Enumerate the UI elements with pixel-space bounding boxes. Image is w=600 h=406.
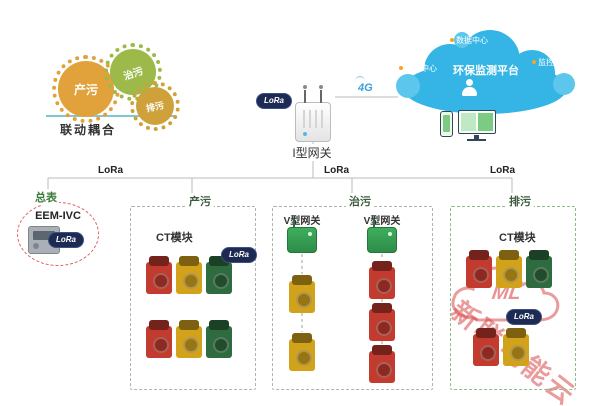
zone-production-title: 产污 xyxy=(186,193,214,209)
cloud-badge-data-center: 数据中心 xyxy=(450,35,488,46)
ct-module-red xyxy=(369,351,395,383)
ct-module-red xyxy=(146,326,172,358)
type1-gateway-device xyxy=(295,85,331,142)
bus-lora-label-right: LoRa xyxy=(488,165,517,176)
zone-production xyxy=(130,206,256,390)
cloud-badge-ops-center: 运维中心 xyxy=(399,63,437,74)
ct-module-yellow xyxy=(289,339,315,371)
vgateway-label-right: V型网关 xyxy=(363,216,401,227)
lora-badge-meter: LoRa xyxy=(48,232,84,248)
gear-discharge-pollution: 排污 xyxy=(130,81,180,131)
ct-module-red xyxy=(369,267,395,299)
bus-lora-label-left: LoRa xyxy=(96,165,125,176)
ct-module-yellow xyxy=(176,262,202,294)
type1-gateway-label: I型网关 xyxy=(280,144,344,161)
ct-module-yellow xyxy=(289,281,315,313)
main-meter-title: 总表 xyxy=(33,189,59,205)
cloud-platform-title: 环保监测平台 xyxy=(453,65,519,77)
vgateway-device xyxy=(367,219,397,253)
monitor-stand xyxy=(474,135,479,139)
cloud-badge-monitor-center: 监控中心 xyxy=(532,57,570,68)
user-icon xyxy=(461,79,477,96)
ct-module-red xyxy=(369,309,395,341)
vgateway-device xyxy=(287,219,317,253)
gear-label: 产污 xyxy=(73,82,98,97)
antenna-icon xyxy=(303,85,307,103)
main-meter-model: EEM-IVC xyxy=(35,210,81,222)
vgateway-label-left: V型网关 xyxy=(283,216,321,227)
ct-module-green xyxy=(206,262,232,294)
antenna-icon xyxy=(319,85,323,103)
ct-module-label: CT模块 xyxy=(156,232,193,244)
ct-module-yellow xyxy=(176,326,202,358)
ct-module-red xyxy=(466,256,492,288)
ct-module-yellow xyxy=(503,334,529,366)
gear-label: 排污 xyxy=(145,99,165,114)
ct-module-red xyxy=(146,262,172,294)
zone-treatment-title: 治污 xyxy=(346,193,374,209)
ct-module-label: CT模块 xyxy=(499,232,536,244)
lora-badge-zone3: LoRa xyxy=(506,309,542,325)
lora-badge-gateway: LoRa xyxy=(256,93,292,109)
zone-discharge-title: 排污 xyxy=(506,193,534,209)
ct-module-green xyxy=(526,256,552,288)
ct-module-green xyxy=(206,326,232,358)
ct-module-red xyxy=(473,334,499,366)
monitor-icon xyxy=(458,110,496,134)
smartphone-icon xyxy=(440,111,453,137)
ct-module-yellow xyxy=(496,256,522,288)
monitor-base xyxy=(467,139,486,141)
gears-caption: 联动耦合 xyxy=(60,123,117,137)
gear-label: 治污 xyxy=(122,65,145,83)
lora-badge-zone1: LoRa xyxy=(221,247,257,263)
4g-signal-icon: 4G xyxy=(355,76,373,94)
divider-line xyxy=(46,115,174,117)
bus-lora-label-center: LoRa xyxy=(322,165,351,176)
